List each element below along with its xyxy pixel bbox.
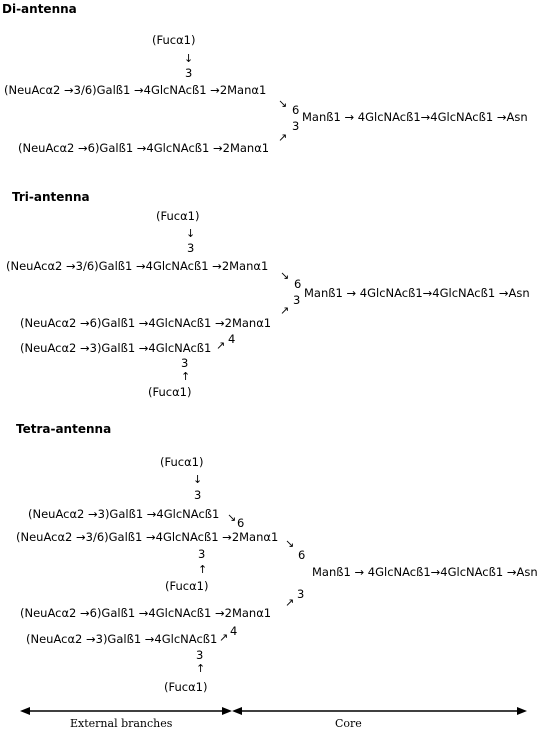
tetra-fucose-top-label: (Fucα1) <box>160 455 204 469</box>
tetra-linkage-3-mid: 3 <box>198 547 206 561</box>
tri-linkage-6: 6 <box>294 277 302 291</box>
tri-arrow-se: ↘ <box>280 269 290 282</box>
tetra-linkage-4: 4 <box>230 624 238 638</box>
tri-linkage-3: 3 <box>293 293 301 307</box>
di-linkage-3: 3 <box>292 119 300 133</box>
di-fucose-down-arrow: ↓ <box>184 52 194 65</box>
tetra-fucose-mid-label: (Fucα1) <box>165 579 209 593</box>
di-core-chain: Manß1 → 4GlcNAcß1→4GlcNAcß1 →Asn <box>302 110 528 124</box>
external-right-arrowhead <box>222 707 232 715</box>
di-branch-2: (NeuAcα2 →6)Galß1 →4GlcNAcß1 →2Manα1 <box>18 141 270 155</box>
tri-core-chain: Manß1 → 4GlcNAcß1→4GlcNAcß1 →Asn <box>304 286 530 300</box>
tetra-linkage-3-top: 3 <box>194 488 202 502</box>
tri-branch-2: (NeuAcα2 →6)Galß1 →4GlcNAcß1 →2Manα1 <box>20 316 272 330</box>
tetra-fucose-down-arrow: ↓ <box>193 473 203 486</box>
tetra-linkage-3-outer: 3 <box>297 587 305 601</box>
tetra-arrow-ne-2: ↗ <box>219 631 229 644</box>
core-right-arrowhead <box>517 707 527 715</box>
tri-branch-1: (NeuAcα2 →3/6)Galß1 →4GlcNAcß1 →2Manα1 <box>6 259 269 273</box>
tri-fucose-down-arrow: ↓ <box>186 227 196 240</box>
tri-fucose-up-arrow: ↑ <box>181 370 191 383</box>
di-linkage-6: 6 <box>292 103 300 117</box>
di-antenna-heading: Di-antenna <box>2 2 77 16</box>
tetra-fucose-up-arrow-mid: ↑ <box>198 563 208 576</box>
tri-arrow-ne-2: ↗ <box>216 339 226 352</box>
tetra-core-chain: Manß1 → 4GlcNAcß1→4GlcNAcß1 →Asn <box>312 565 538 579</box>
di-branch-1: (NeuAcα2 →3/6)Galß1 →4GlcNAcß1 →2Manα1 <box>4 83 267 97</box>
tri-arrow-ne: ↗ <box>280 304 290 317</box>
tri-branch-3: (NeuAcα2 →3)Galß1 →4GlcNAcß1 <box>20 341 212 355</box>
core-left-arrowhead <box>232 707 242 715</box>
external-branches-label: External branches <box>70 717 173 730</box>
tetra-linkage-6-outer: 6 <box>298 548 306 562</box>
tetra-antenna-heading: Tetra-antenna <box>16 422 112 436</box>
tetra-arrow-ne: ↗ <box>285 596 295 609</box>
tri-linkage-3-bottom: 3 <box>181 356 189 370</box>
tetra-linkage-3-bottom: 3 <box>196 648 204 662</box>
tetra-branch-1: (NeuAcα2 →3)Galß1 →4GlcNAcß1 <box>28 507 220 521</box>
tetra-fucose-up-arrow-bottom: ↑ <box>196 662 206 675</box>
tri-fucose-bottom-label: (Fucα1) <box>148 385 192 399</box>
di-arrow-se: ↘ <box>278 97 288 110</box>
tri-fucose-top-label: (Fucα1) <box>156 209 200 223</box>
tetra-branch-2: (NeuAcα2 →3/6)Galß1 →4GlcNAcß1 →2Manα1 <box>16 530 279 544</box>
tri-antenna-heading: Tri-antenna <box>12 190 90 204</box>
external-left-arrowhead <box>20 707 30 715</box>
tetra-arrow-se-1: ↘ <box>227 511 237 524</box>
tetra-arrow-se-2: ↘ <box>285 537 295 550</box>
tetra-linkage-6-inner: 6 <box>237 516 245 530</box>
tri-linkage-4: 4 <box>228 332 236 346</box>
di-fucose-label: (Fucα1) <box>152 33 196 47</box>
tri-linkage-3-top: 3 <box>187 241 195 255</box>
tetra-fucose-bottom-label: (Fucα1) <box>164 680 208 694</box>
tetra-branch-3: (NeuAcα2 →6)Galß1 →4GlcNAcß1 →2Manα1 <box>20 606 272 620</box>
di-arrow-ne: ↗ <box>278 131 288 144</box>
tetra-branch-4: (NeuAcα2 →3)Galß1 →4GlcNAcß1 <box>26 632 218 646</box>
core-label: Core <box>335 717 362 730</box>
di-linkage-3-top: 3 <box>185 66 193 80</box>
